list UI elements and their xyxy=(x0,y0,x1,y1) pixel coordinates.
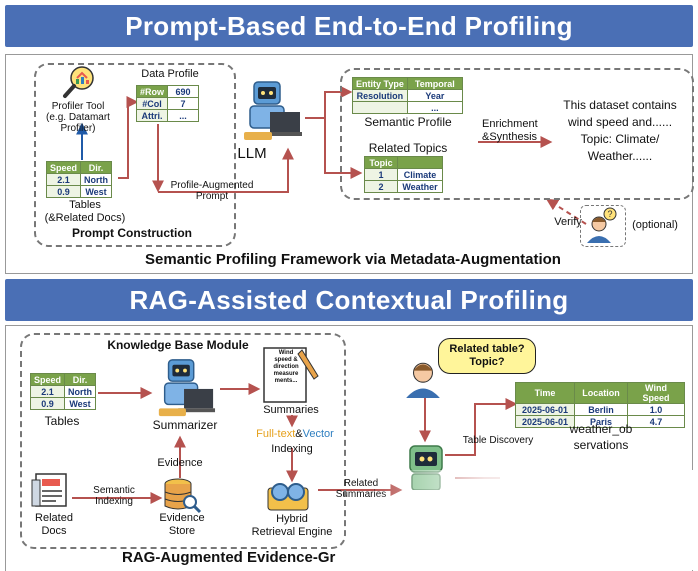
table-cell: 2.1 xyxy=(45,173,82,186)
semantic-cell: ... xyxy=(406,101,463,114)
question-bubble: Related table? Topic? xyxy=(438,338,536,374)
result-cell: 2025-06-01 xyxy=(515,415,575,428)
data-profile-value: 7 xyxy=(167,97,200,110)
table-cell: North xyxy=(80,173,113,186)
optional-label: (optional) xyxy=(632,219,678,231)
semantic-header: Entity Type xyxy=(352,77,408,90)
prompt-construction-box xyxy=(34,63,236,247)
semantic-profile-label: Semantic Profile xyxy=(364,115,452,129)
table-cell: North xyxy=(64,385,97,398)
summaries-label: Summaries xyxy=(263,404,319,416)
data-profile-value: 690 xyxy=(167,85,200,98)
data-profile-value: ... xyxy=(167,109,200,122)
topic-header: Topic xyxy=(364,156,398,169)
fade-overlay xyxy=(370,470,698,570)
user-thinking-icon xyxy=(406,362,440,398)
bottom-footer-title: RAG-Augmented Evidence-Gr xyxy=(122,549,336,566)
result-cell: 4.7 xyxy=(627,415,685,428)
robot-laptop-icon xyxy=(244,81,302,140)
table-header: Speed xyxy=(45,161,82,174)
semantic-indexing-label: Semantic Indexing xyxy=(93,485,135,507)
result-table-name: weather_ob servations xyxy=(569,422,633,452)
document-pen-icon xyxy=(263,347,319,403)
data-profile-title: Data Profile xyxy=(141,68,199,80)
related-topics-title: Related Topics xyxy=(368,141,448,155)
data-profile-key: Attri. xyxy=(135,109,169,122)
result-cell: Paris xyxy=(574,415,628,428)
llm-label: LLM xyxy=(237,145,267,162)
topic-cell: 2 xyxy=(364,180,398,193)
robot-laptop-icon xyxy=(158,359,216,417)
tables-label-top: Tables (&Related Docs) xyxy=(44,199,126,224)
topic-cell: Climate xyxy=(397,168,443,181)
hybrid-label: Hybrid Retrieval Engine xyxy=(251,513,333,538)
result-cell: 2025-06-01 xyxy=(515,403,575,416)
database-search-icon xyxy=(164,478,202,514)
table-cell: 0.9 xyxy=(29,397,66,410)
evidence-label: Evidence xyxy=(157,457,203,469)
svg-text:?: ? xyxy=(607,209,612,219)
table-discovery-label: Table Discovery xyxy=(462,435,534,446)
result-cell: 1.0 xyxy=(627,403,685,416)
semantic-cell xyxy=(352,101,408,114)
enrichment-label: Enrichment &Synthesis xyxy=(482,118,538,143)
user-thinking-icon: ? xyxy=(587,207,617,243)
result-header: Time xyxy=(515,382,575,404)
summary-doc-text: Wind speed & direction measure ments... xyxy=(273,350,299,384)
verify-label: Verify xyxy=(554,216,582,228)
result-header: Wind Speed xyxy=(627,382,685,404)
profiler-tool-label: Profiler Tool (e.g. Datamart Profiler) xyxy=(46,101,110,134)
magnifier-chart-icon xyxy=(63,66,94,98)
data-profile-key: #Col xyxy=(135,97,169,110)
related-summaries-label: Related Summaries xyxy=(335,478,387,500)
kb-module-title: Knowledge Base Module xyxy=(107,338,249,352)
profile-description: This dataset contains wind speed and....… xyxy=(563,98,677,163)
bottom-banner: RAG-Assisted Contextual Profiling xyxy=(5,279,693,321)
optional-user-box xyxy=(580,205,626,247)
binoculars-icon xyxy=(267,483,309,511)
bottom-panel xyxy=(5,325,693,571)
top-banner: Prompt-Based End-to-End Profiling xyxy=(5,5,693,47)
topic-cell: Weather xyxy=(397,180,443,193)
semantic-cell: Year xyxy=(406,89,463,102)
evidence-store-label: Evidence Store xyxy=(159,512,205,537)
profile-augmented-prompt-label: Profile-Augmented Prompt xyxy=(170,180,254,202)
knowledge-base-box xyxy=(20,333,346,549)
result-table: Time Location Wind Speed 2025-06-01 Berl… xyxy=(515,382,685,428)
prompt-construction-label: Prompt Construction xyxy=(72,226,192,240)
table-cell: 2.1 xyxy=(29,385,66,398)
topic-cell: 1 xyxy=(364,168,398,181)
newspaper-icon xyxy=(31,473,67,507)
table-header: Dir. xyxy=(80,161,113,174)
table-cell: West xyxy=(80,185,113,198)
fulltext-vector-label: Full-text&Vector xyxy=(256,428,334,440)
summarizer-label: Summarizer xyxy=(152,418,218,432)
tables-label-bottom: Tables xyxy=(44,414,80,428)
table-header: Dir. xyxy=(64,373,97,386)
related-docs-label: Related Docs xyxy=(35,512,73,537)
data-profile-key: #Row xyxy=(135,85,169,98)
output-box xyxy=(340,68,694,200)
table-header: Speed xyxy=(29,373,66,386)
topic-header xyxy=(397,156,443,169)
table-cell: West xyxy=(64,397,97,410)
result-header: Location xyxy=(574,382,628,404)
indexing-label: Indexing xyxy=(271,443,313,455)
table-cell: 0.9 xyxy=(45,185,82,198)
result-cell: Berlin xyxy=(574,403,628,416)
semantic-cell: Resolution xyxy=(352,89,408,102)
semantic-header: Temporal xyxy=(406,77,463,90)
framework-title: Semantic Profiling Framework via Metadat… xyxy=(145,251,561,268)
